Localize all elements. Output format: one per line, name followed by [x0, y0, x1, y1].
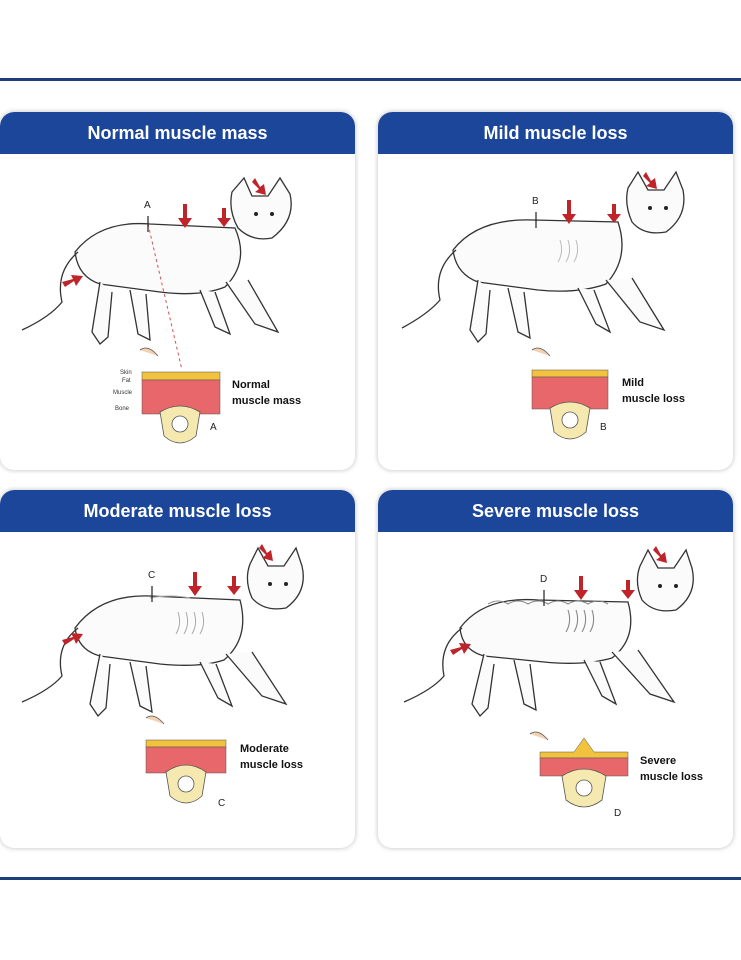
caption-line-1: Mild — [622, 377, 644, 389]
caption-line-1: Moderate — [240, 743, 289, 755]
marker-letter: C — [148, 570, 155, 581]
panel-normal-muscle-mass: Normal muscle mass A — [0, 112, 355, 470]
bottom-rule — [0, 877, 741, 880]
section-letter: C — [218, 798, 225, 809]
caption-line-1: Severe — [640, 755, 676, 767]
top-rule — [0, 78, 741, 81]
panel-title: Mild muscle loss — [378, 112, 733, 154]
caption-line-2: muscle mass — [232, 395, 301, 407]
caption-line-2: muscle loss — [622, 393, 685, 405]
panel-moderate-muscle-loss: Moderate muscle loss C — [0, 490, 355, 848]
caption-line-2: muscle loss — [640, 771, 703, 783]
marker-letter: B — [532, 196, 539, 207]
cat-illustration: B Mild muscle loss B — [401, 170, 685, 440]
section-letter: A — [210, 422, 217, 433]
panel-title: Normal muscle mass — [0, 112, 355, 154]
layer-label-skin: Skin — [120, 370, 132, 376]
cross-section — [145, 715, 227, 804]
cat-illustration: D Severe muscle loss D — [403, 546, 703, 819]
marker-letter: D — [540, 574, 547, 585]
layer-label-fat: Fat — [122, 378, 131, 384]
section-letter: D — [614, 808, 621, 819]
caption-line-1: Normal — [232, 379, 270, 391]
caption-line-2: muscle loss — [240, 759, 303, 771]
panel-severe-muscle-loss: Severe muscle loss D — [378, 490, 733, 848]
cross-section — [529, 731, 629, 808]
layer-label-muscle: Muscle — [113, 390, 133, 396]
panel-title: Severe muscle loss — [378, 490, 733, 532]
cross-section — [531, 347, 609, 440]
marker-letter: A — [144, 200, 151, 211]
section-letter: B — [600, 422, 607, 433]
cat-illustration: C Moderate muscle loss C — [21, 544, 304, 809]
panel-mild-muscle-loss: Mild muscle loss B Mild — [378, 112, 733, 470]
cat-illustration: A Skin Fat Muscle Bone Normal muscle mas… — [21, 176, 301, 444]
cross-section — [139, 347, 221, 444]
layer-label-bone: Bone — [115, 406, 130, 412]
panel-title: Moderate muscle loss — [0, 490, 355, 532]
